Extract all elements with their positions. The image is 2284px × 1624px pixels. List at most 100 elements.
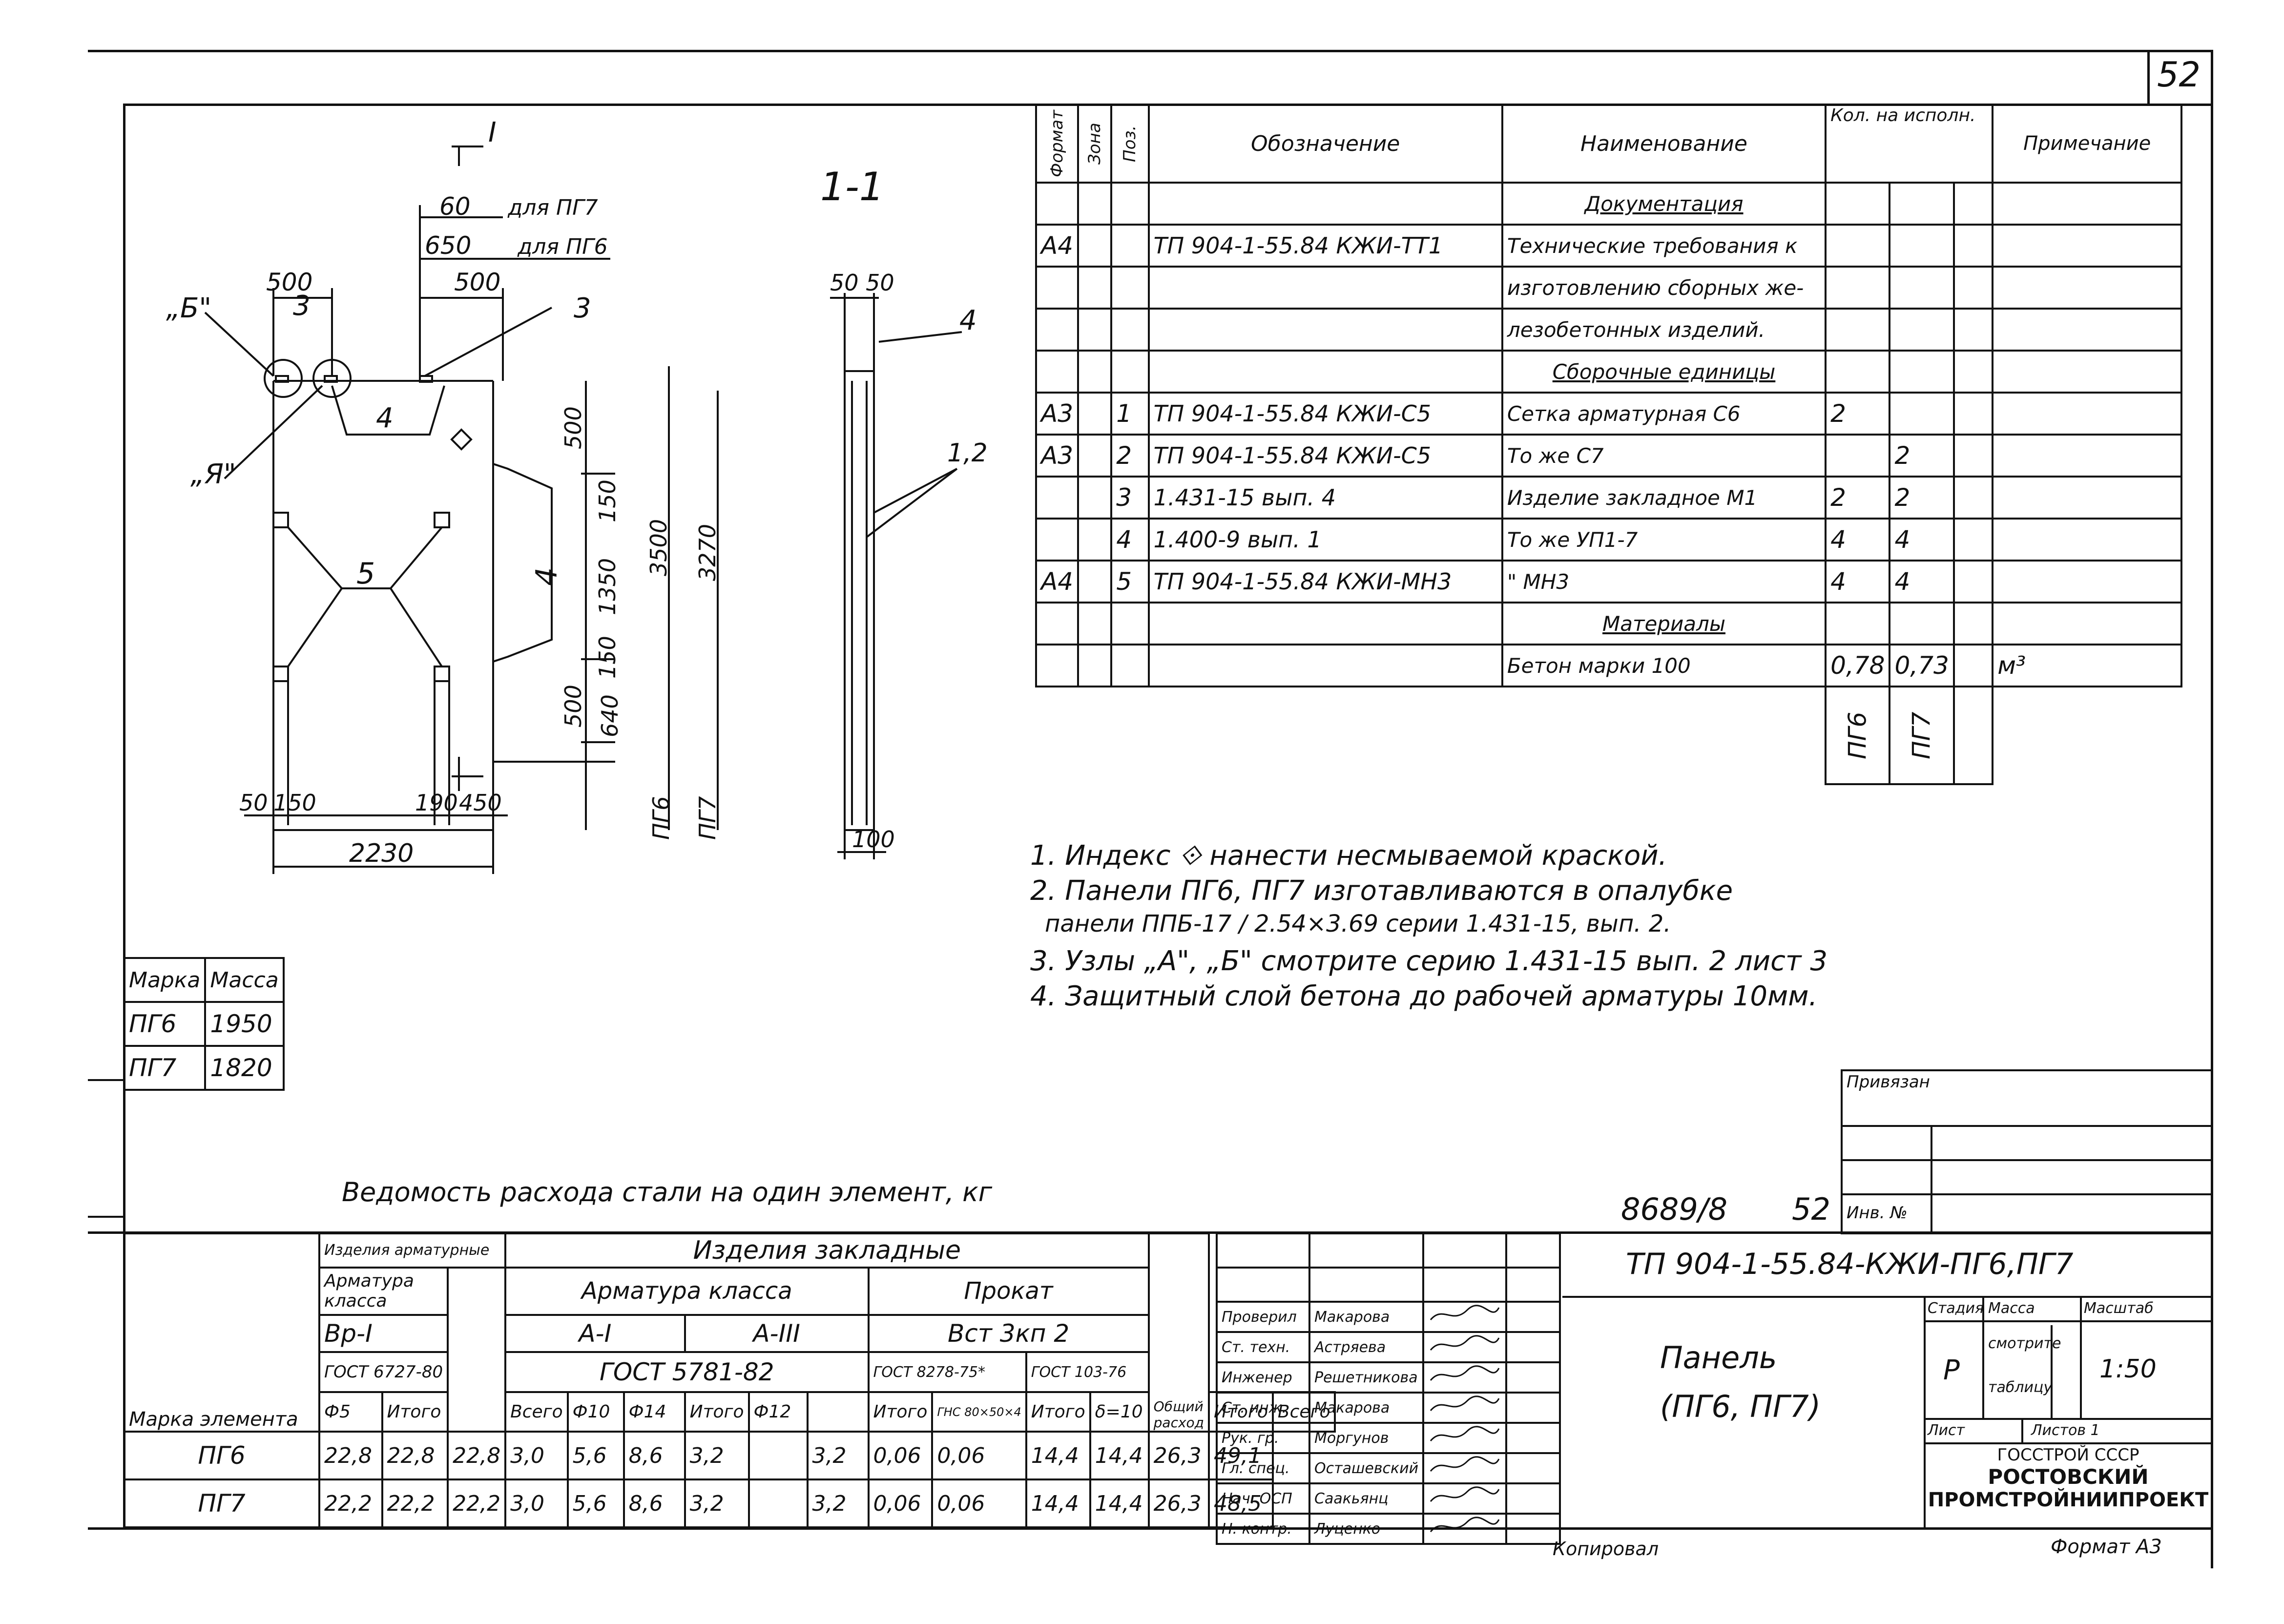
- label-pg7-vert: ПГ7: [694, 796, 721, 840]
- steel-rebar-gost: ГОСТ 6727-80: [318, 1351, 449, 1393]
- spec-cell-q1: [1825, 224, 1891, 268]
- mass-header: Масса: [1988, 1300, 2035, 1317]
- dim-500-mid: 500: [454, 268, 500, 296]
- steel-emb-class: Арматура класса: [504, 1266, 870, 1316]
- steel-col-header: δ=10: [1089, 1391, 1150, 1433]
- signature-row: Н. контр.Луценко: [1216, 1513, 1561, 1545]
- spec-cell-designation: 1.400-9 вып. 1: [1147, 518, 1503, 562]
- callout-4-section: 4: [959, 305, 977, 336]
- dim-b50: 50: [239, 790, 268, 816]
- steel-cell: 0,06: [931, 1478, 1027, 1528]
- spec-row: Документация: [1035, 182, 2182, 226]
- steel-cell: 14,4: [1025, 1431, 1091, 1481]
- spec-header-name: Наименование: [1501, 104, 1827, 184]
- spec-cell-format: А4: [1035, 224, 1080, 268]
- steel-cell: 14,4: [1089, 1431, 1150, 1481]
- spec-cell-designation: [1147, 644, 1503, 687]
- dim-v3270: 3270: [694, 524, 721, 581]
- spec-cell-q2: [1889, 182, 1955, 226]
- steel-col-header: Всего: [504, 1391, 569, 1433]
- mass-table: Марка Масса ПГ6 1950 ПГ7 1820: [123, 957, 285, 1091]
- signature-role: Инженер: [1216, 1361, 1310, 1394]
- steel-cell: 8,6: [623, 1478, 686, 1528]
- callout-12: 1,2: [947, 438, 988, 468]
- mass-value-2: таблицу: [1988, 1379, 2053, 1396]
- spec-cell-name: изготовлению сборных же-: [1501, 266, 1827, 310]
- spec-cell-q1: [1825, 434, 1891, 478]
- dim-b150: 150: [273, 790, 316, 816]
- signature-scribble: [1422, 1422, 1508, 1454]
- sheet-number: 52: [2157, 55, 2201, 95]
- inv-ref: 8689/8: [1621, 1191, 1728, 1227]
- spec-cell-designation: 1.431-15 вып. 4: [1147, 476, 1503, 520]
- dim-v150-bot: 150: [594, 636, 621, 679]
- cut-mark-label: I: [488, 117, 497, 148]
- spec-cell-zone: [1077, 308, 1113, 352]
- format-label: Формат А3: [2051, 1536, 2162, 1558]
- spec-cell-format: А3: [1035, 392, 1080, 436]
- spec-cell-name: То же С7: [1501, 434, 1827, 478]
- dim-b450: 450: [459, 790, 502, 816]
- steel-cell: 8,6: [623, 1431, 686, 1481]
- spec-header-note: Примечание: [1992, 104, 2182, 184]
- spec-cell-pos: [1110, 308, 1150, 352]
- mass-row-pg6-value: 1950: [204, 1001, 285, 1047]
- spec-cell-zone: [1077, 434, 1113, 478]
- signature-row: Гл. спец.Осташевский: [1216, 1452, 1561, 1484]
- steel-rebar-class: Арматура класса: [318, 1266, 449, 1316]
- spec-cell-q1: 2: [1825, 476, 1891, 520]
- note-3: 3. Узлы „А", „Б" смотрите серию 1.431-15…: [1030, 945, 1827, 977]
- dim-5050: 50 50: [830, 270, 894, 296]
- spec-cell-pos: [1110, 644, 1150, 687]
- spec-cell-pos: 5: [1110, 560, 1150, 604]
- spec-cell-format: [1035, 182, 1080, 226]
- spec-cell-q2: [1889, 308, 1955, 352]
- steel-total-header: Общий расход: [1147, 1232, 1210, 1433]
- spec-cell-designation: [1147, 308, 1503, 352]
- signature-name: Макарова: [1308, 1301, 1425, 1333]
- dim-650-note: для ПГ6: [517, 234, 608, 259]
- note-1: 1. Индекс ⟐ нанести несмываемой краской.: [1030, 840, 1667, 872]
- steel-rebar-header: Изделия арматурные: [318, 1232, 507, 1269]
- spec-cell-format: А3: [1035, 434, 1080, 478]
- spec-header-format: Формат: [1036, 104, 1079, 183]
- spec-cell-pos: [1110, 350, 1150, 394]
- spec-cell-designation: [1147, 182, 1503, 226]
- frame-bottom: [88, 1527, 2213, 1530]
- spec-row: лезобетонных изделий.: [1035, 308, 2182, 352]
- signature-name: Саакьянц: [1308, 1482, 1425, 1515]
- drawing-code: ТП 904-1-55.84-КЖИ-ПГ6,ПГ7: [1626, 1247, 2074, 1281]
- signature-role: Ст. инж.: [1216, 1392, 1310, 1424]
- steel-cell: 22,8: [318, 1431, 383, 1481]
- spec-cell-name: Документация: [1501, 182, 1827, 226]
- spec-cell-zone: [1077, 518, 1113, 562]
- steel-row-mark: ПГ7: [123, 1478, 320, 1528]
- spec-cell-name: Сборочные единицы: [1501, 350, 1827, 394]
- spec-cell-designation: [1147, 266, 1503, 310]
- steel-cell: 3,2: [806, 1478, 870, 1528]
- spec-cell-pos: [1110, 266, 1150, 310]
- dim-60-note: для ПГ7: [507, 195, 598, 220]
- steel-col-header: Ф5: [318, 1391, 383, 1433]
- spec-cell-pos: [1110, 182, 1150, 226]
- steel-cell: 5,6: [566, 1431, 625, 1481]
- spec-header-pos: Поз.: [1111, 104, 1149, 183]
- signature-row: Ст. техн.Астряева: [1216, 1331, 1561, 1363]
- dim-b100: 100: [852, 826, 895, 853]
- scale-value: 1:50: [2099, 1354, 2157, 1384]
- steel-title: Ведомость расхода стали на один элемент,…: [342, 1177, 993, 1208]
- signature-row: Ст. инж.Макарова: [1216, 1392, 1561, 1424]
- dim-60: 60: [439, 192, 471, 221]
- spec-cell-note: [1992, 434, 2182, 478]
- spec-cell-zone: [1077, 560, 1113, 604]
- steel-col-header: ГНС 80×50×4: [931, 1391, 1027, 1433]
- dim-b2230: 2230: [349, 839, 414, 868]
- spec-cell-note: м³: [1992, 644, 2182, 687]
- spec-cell-note: [1992, 224, 2182, 268]
- spec-cell-name: лезобетонных изделий.: [1501, 308, 1827, 352]
